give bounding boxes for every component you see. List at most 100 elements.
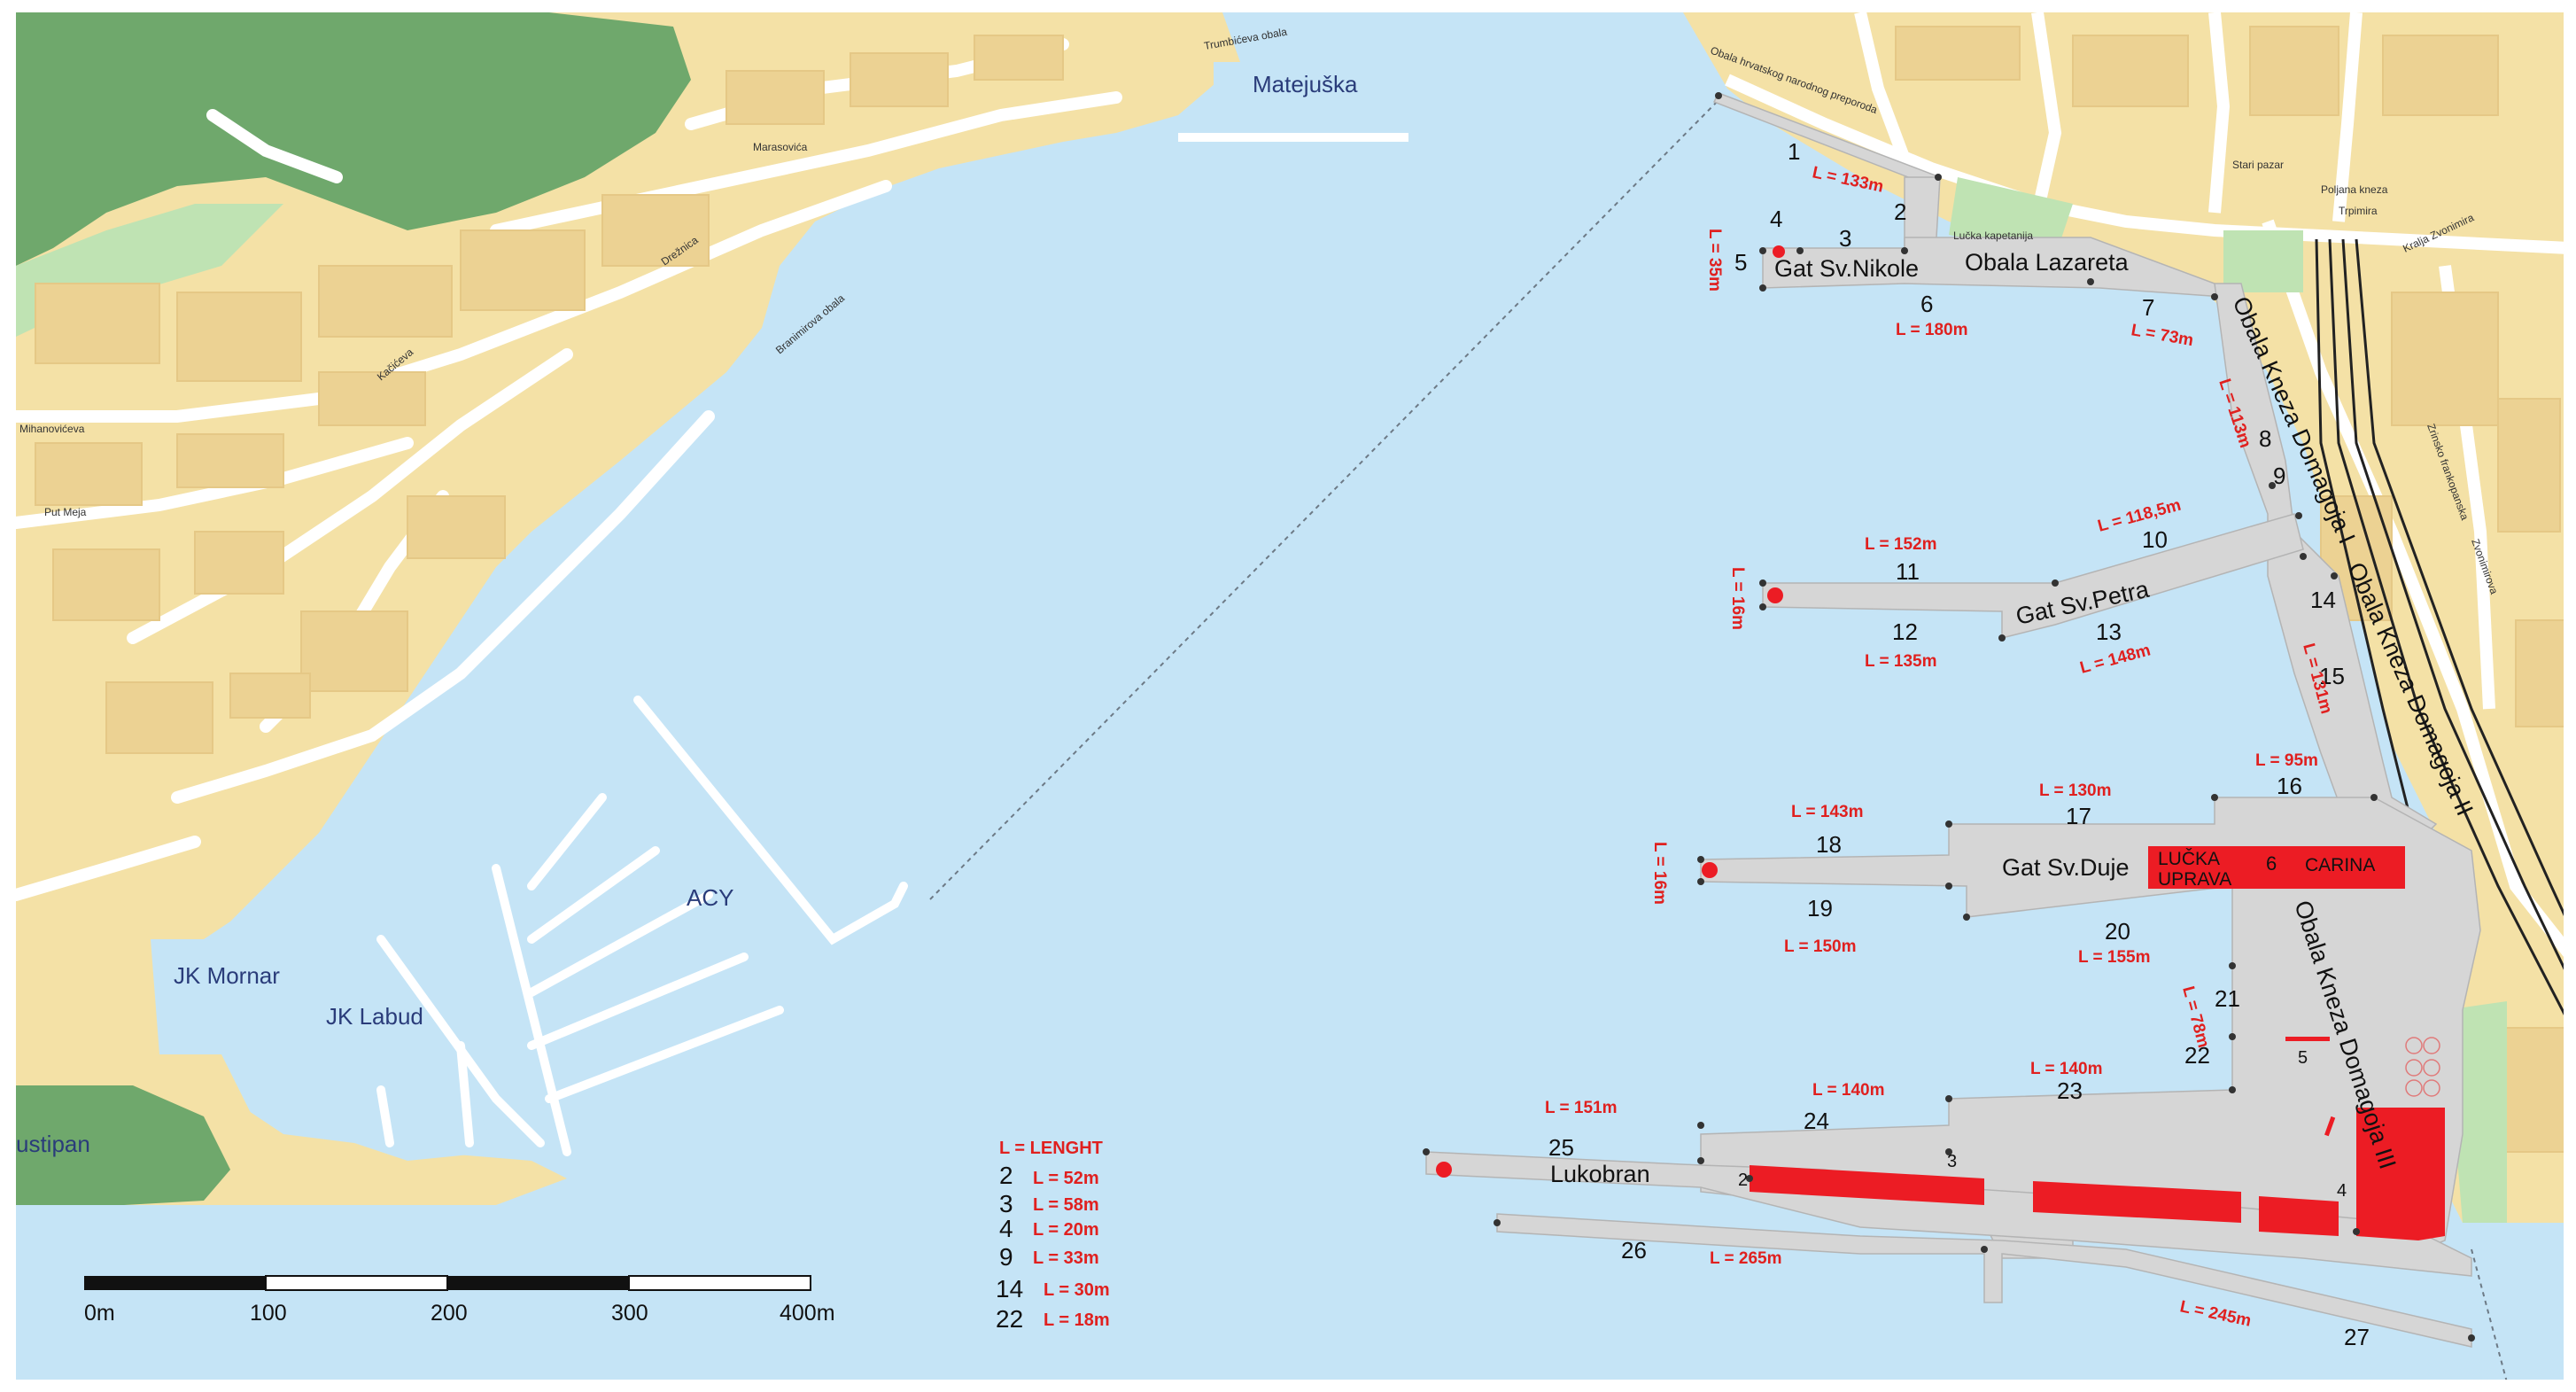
scale-bar: 0m 100 200 300 400m <box>84 1275 835 1326</box>
street-lucka-kapetanija: Lučka kapetanija <box>1953 229 2033 242</box>
legend-len-3: L = 20m <box>1033 1220 1099 1240</box>
berth-18: 18 <box>1816 831 1842 858</box>
legend-num-2: 3 <box>999 1190 1013 1217</box>
green-east-3 <box>2223 230 2303 292</box>
berth-15: 15 <box>2319 663 2345 689</box>
lucka-uprava-carina-building <box>2148 846 2405 889</box>
berth-2: 2 <box>1894 198 1906 225</box>
label-building-6: 6 <box>2266 852 2277 875</box>
land-northeast <box>1683 12 2572 1223</box>
length-5: L = 35m <box>1705 229 1724 292</box>
label-lukobran: Lukobran <box>1550 1161 1650 1187</box>
legend-num-1: 2 <box>999 1162 1013 1189</box>
length-23: L = 140m <box>2030 1060 2103 1078</box>
berth-13: 13 <box>2096 618 2122 645</box>
scale-seg-2 <box>265 1275 448 1291</box>
labud-basin <box>266 939 496 1161</box>
berth-17: 17 <box>2066 803 2091 829</box>
label-jk-mornar: JK Mornar <box>174 962 280 989</box>
label-matejuska: Matejuška <box>1253 71 1358 97</box>
blocks-left <box>35 35 1064 754</box>
legend-len-4: L = 33m <box>1033 1248 1099 1268</box>
street-marasovica: Marasovića <box>753 141 808 153</box>
legend-num-3: 4 <box>999 1215 1013 1242</box>
matejuska-basin <box>1214 62 1391 133</box>
length-18-end: L = 16m <box>1650 842 1669 905</box>
legend: L = LENGHT 2 L = 52m 3 L = 58m 4 L = 20m… <box>996 1139 1110 1333</box>
street-stari-pazar: Stari pazar <box>2232 159 2284 171</box>
legend-len-2: L = 58m <box>1033 1195 1099 1215</box>
roads-east <box>1725 11 2576 961</box>
length-19: L = 150m <box>1784 937 1857 956</box>
dashed-sea-line <box>929 95 1724 900</box>
legend-len-6: L = 18m <box>1044 1310 1110 1330</box>
matejuska-mole <box>1178 133 1408 142</box>
length-20: L = 155m <box>2078 948 2151 967</box>
berth-14: 14 <box>2310 587 2336 613</box>
length-24: L = 140m <box>1812 1081 1885 1100</box>
berth-12: 12 <box>1892 618 1918 645</box>
length-26: L = 265m <box>1710 1249 1782 1268</box>
berth-16: 16 <box>2277 773 2302 799</box>
label-gat-sv-duje: Gat Sv.Duje <box>2002 854 2130 881</box>
label-jk-labud: JK Labud <box>326 1003 423 1030</box>
blocks-east <box>1895 26 2570 1153</box>
berth-26: 26 <box>1621 1237 1647 1264</box>
length-11-end: L = 16m <box>1728 567 1747 630</box>
acy-marina <box>376 696 908 1156</box>
legend-num-4: 9 <box>999 1243 1013 1271</box>
berth-4: 4 <box>1770 206 1782 232</box>
label-lucka: LUČKA <box>2158 849 2220 869</box>
legend-len-5: L = 30m <box>1044 1280 1110 1300</box>
sub-berth-5: 5 <box>2298 1048 2308 1068</box>
length-6: L = 180m <box>1896 321 1968 339</box>
length-25: L = 151m <box>1545 1099 1618 1117</box>
label-uprava: UPRAVA <box>2158 869 2231 890</box>
mornar-basin <box>151 939 266 1054</box>
berth-5: 5 <box>1734 249 1747 276</box>
scale-label-0: 0m <box>84 1301 115 1326</box>
sub-berth-4: 4 <box>2337 1181 2347 1201</box>
berth-8: 8 <box>2259 425 2271 452</box>
berth-24: 24 <box>1804 1108 1829 1134</box>
berth-6: 6 <box>1920 291 1933 317</box>
length-11: L = 152m <box>1865 535 1937 554</box>
scale-label-200: 200 <box>431 1301 468 1326</box>
berth-21: 21 <box>2215 985 2240 1012</box>
scale-seg-1 <box>84 1276 266 1290</box>
street-trpimira: Trpimira <box>2339 205 2378 217</box>
legend-len-1: L = 52m <box>1033 1169 1099 1188</box>
label-acy: ACY <box>687 884 733 911</box>
berth-7: 7 <box>2142 294 2154 321</box>
berth-nodes <box>1423 92 2475 1341</box>
berth-1: 1 <box>1788 138 1800 165</box>
legend-num-6: 22 <box>996 1305 1023 1333</box>
sub-berth-2: 2 <box>1738 1170 1748 1190</box>
length-12: L = 135m <box>1865 652 1937 671</box>
scale-label-300: 300 <box>611 1301 648 1326</box>
berth-9: 9 <box>2273 463 2285 489</box>
legend-title: L = LENGHT <box>999 1139 1103 1158</box>
railway <box>2315 238 2573 1029</box>
label-gat-sv-nikole: Gat Sv.Nikole <box>1774 255 1919 282</box>
red-areas <box>1750 846 2445 1240</box>
scale-seg-4 <box>628 1275 811 1291</box>
piers <box>1425 92 2481 1348</box>
length-16: L = 95m <box>2255 751 2318 770</box>
park-southwest <box>16 1085 230 1205</box>
scale-seg-3 <box>447 1276 629 1290</box>
berth-20: 20 <box>2105 918 2130 945</box>
label-obala-lazareta: Obala Lazareta <box>1965 249 2130 276</box>
length-18: L = 143m <box>1791 803 1864 821</box>
berth-19: 19 <box>1807 895 1833 922</box>
legend-num-5: 14 <box>996 1275 1023 1303</box>
park-northwest <box>16 12 691 266</box>
berth-3: 3 <box>1839 225 1851 252</box>
scale-label-100: 100 <box>250 1301 287 1326</box>
scale-label-400: 400m <box>780 1301 835 1326</box>
berth-22: 22 <box>2184 1042 2210 1069</box>
label-carina: CARINA <box>2305 855 2375 875</box>
length-17: L = 130m <box>2039 782 2112 800</box>
berth-11: 11 <box>1896 558 1920 585</box>
